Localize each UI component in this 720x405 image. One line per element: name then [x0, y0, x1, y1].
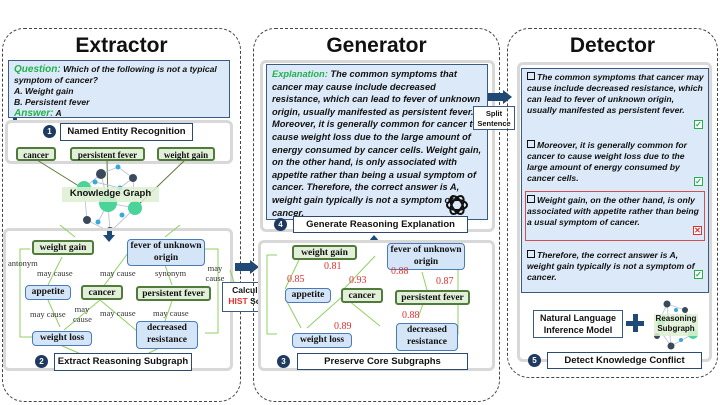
step2-badge: 2	[35, 355, 48, 368]
knowledge-graph-label: Knowledge Graph	[62, 187, 159, 202]
nli-model-label: Natural Language Inference Model	[539, 313, 616, 335]
explanation-label: Explanation:	[272, 69, 328, 79]
split-line1: Split	[485, 109, 503, 118]
option-b: B. Persistent fever	[14, 97, 90, 107]
sentence-text: Moreover, it is generally common for can…	[527, 140, 687, 183]
edge-label-may-cause: may cause	[204, 263, 226, 283]
question-box: Question: Which of the following is not …	[8, 60, 230, 119]
extractor-panel	[2, 28, 241, 402]
conflict-highlight-box	[525, 191, 705, 241]
up-arrow-icon	[368, 235, 380, 242]
step4-label: Generate Reasoning Explanation	[293, 216, 468, 233]
sentences-box	[521, 68, 709, 293]
score-0.87: 0.87	[436, 276, 454, 287]
knowledge-graph-illustration	[36, 159, 186, 235]
checkbox-icon	[527, 195, 535, 203]
score-0.93: 0.93	[349, 275, 367, 286]
detector-sentence-4: Therefore, the correct answer is A, weig…	[527, 250, 705, 283]
gen-node-weight-loss: weight loss	[292, 333, 352, 348]
edge-label-may-cause: may cause	[100, 268, 136, 278]
check-icon: ✓	[694, 177, 703, 186]
step4-badge: 4	[274, 218, 287, 231]
extract-subgraph-edges	[19, 225, 240, 361]
plus-v	[633, 314, 638, 332]
gen-node-persistent-fever: persistent fever	[395, 290, 470, 305]
detector-panel	[507, 28, 718, 378]
score-0.81: 0.81	[324, 261, 342, 272]
split-sentence-box: Split Sentence	[473, 106, 515, 130]
detector-sentence-3: Weight gain, on the other hand, is only …	[527, 195, 703, 228]
step1-label: Named Entity Recognition	[60, 123, 193, 141]
ext-node-decreased-resistance: decreased resistance	[136, 321, 198, 349]
edge-label-antonym: antonym	[8, 258, 38, 268]
check-icon: ✓	[694, 270, 703, 279]
score-0.85: 0.85	[287, 274, 305, 285]
question-label: Question:	[14, 64, 61, 75]
gen-node-fever-unknown-origin: fever of unknown origin	[387, 243, 465, 270]
kg-down-arrow-icon	[103, 235, 115, 242]
step2-label: Extract Reasoning Subgraph	[54, 353, 192, 371]
chatgpt-logo-icon	[446, 194, 468, 216]
option-a: A. Weight gain	[14, 86, 74, 96]
checkbox-icon	[527, 250, 535, 258]
calc-line1: Calculate	[232, 285, 270, 295]
score-0.88: 0.88	[391, 266, 409, 277]
sentence-text: Weight gain, on the other hand, is only …	[527, 195, 699, 227]
ext-node-cancer: cancer	[81, 285, 123, 300]
explanation-text: The common symptoms that cancer may caus…	[272, 69, 482, 218]
score-0.89: 0.89	[334, 321, 352, 332]
step3-label: Preserve Core Subgraphs	[297, 353, 468, 370]
detector-sentence-1: The common symptoms that cancer may caus…	[527, 72, 705, 116]
gen-node-decreased-resistance: decreased resistance	[396, 323, 458, 351]
generator-title: Generator	[326, 34, 427, 57]
right-arrow-shaft-2	[488, 93, 504, 101]
step5-label: Detect Knowledge Conflict	[547, 352, 702, 369]
kg-down-arrow-shaft	[107, 231, 112, 236]
score-0.88: 0.88	[402, 310, 420, 321]
ext-node-fever-unknown-origin: fever of unknown origin	[127, 239, 205, 266]
explanation-box: Explanation: The common symptoms that ca…	[266, 64, 488, 220]
edge-label-may-cause: may cause	[153, 308, 189, 318]
hist-highlight: HIST	[228, 296, 248, 306]
split-line2: Sentence	[477, 118, 511, 128]
extractor-title: Extractor	[75, 34, 168, 57]
edge-label-may-cause: may cause	[73, 304, 92, 324]
ext-node-weight-gain: weight gain	[32, 240, 94, 255]
entity-cancer: cancer	[16, 147, 56, 161]
entity-weight-gain: weight gain	[157, 147, 215, 161]
detector-sentence-2: Moreover, it is generally common for can…	[527, 140, 705, 184]
right-arrow-icon-1	[250, 260, 259, 274]
reasoning-subgraph-label: Reasoning Subgraph	[654, 314, 698, 336]
step1-badge: 1	[43, 125, 56, 138]
gen-node-cancer: cancer	[341, 288, 383, 303]
edge-label-text: may cause	[73, 304, 92, 324]
step5-badge: 5	[528, 354, 541, 367]
plus-icon	[626, 314, 644, 332]
check-icon: ✓	[694, 120, 703, 129]
edge-label-may-cause: may cause	[100, 308, 136, 318]
answer-label: Answer:	[14, 108, 54, 119]
ext-node-appetite: appetite	[25, 285, 71, 300]
gen-node-weight-gain: weight gain	[292, 245, 357, 260]
ext-node-weight-loss: weight loss	[32, 331, 92, 346]
answer-value: A	[55, 108, 62, 118]
checkbox-icon	[527, 140, 535, 148]
sentence-text: The common symptoms that cancer may caus…	[527, 72, 704, 115]
edge-label-may-cause: may cause	[37, 268, 73, 278]
ext-node-persistent-fever: persistent fever	[136, 286, 211, 301]
edge-label-synonym: synonym	[155, 268, 187, 278]
cross-icon: ✕	[693, 226, 702, 235]
right-arrow-shaft-1	[235, 263, 251, 271]
gen-node-appetite: appetite	[285, 288, 331, 303]
edge-label-may-cause: may cause	[30, 309, 66, 319]
generator-panel	[253, 28, 500, 402]
checkbox-icon	[527, 72, 535, 80]
reasoning-subgraph-text: Reasoning Subgraph	[655, 314, 697, 333]
question-text: Which of the following is not a typical …	[14, 64, 217, 85]
step3-badge: 3	[277, 355, 290, 368]
edge-label-text: may cause	[205, 263, 225, 283]
nli-model-box: Natural Language Inference Model	[533, 310, 623, 338]
detector-title: Detector	[569, 34, 656, 57]
sentence-text: Therefore, the correct answer is A, weig…	[527, 250, 695, 282]
